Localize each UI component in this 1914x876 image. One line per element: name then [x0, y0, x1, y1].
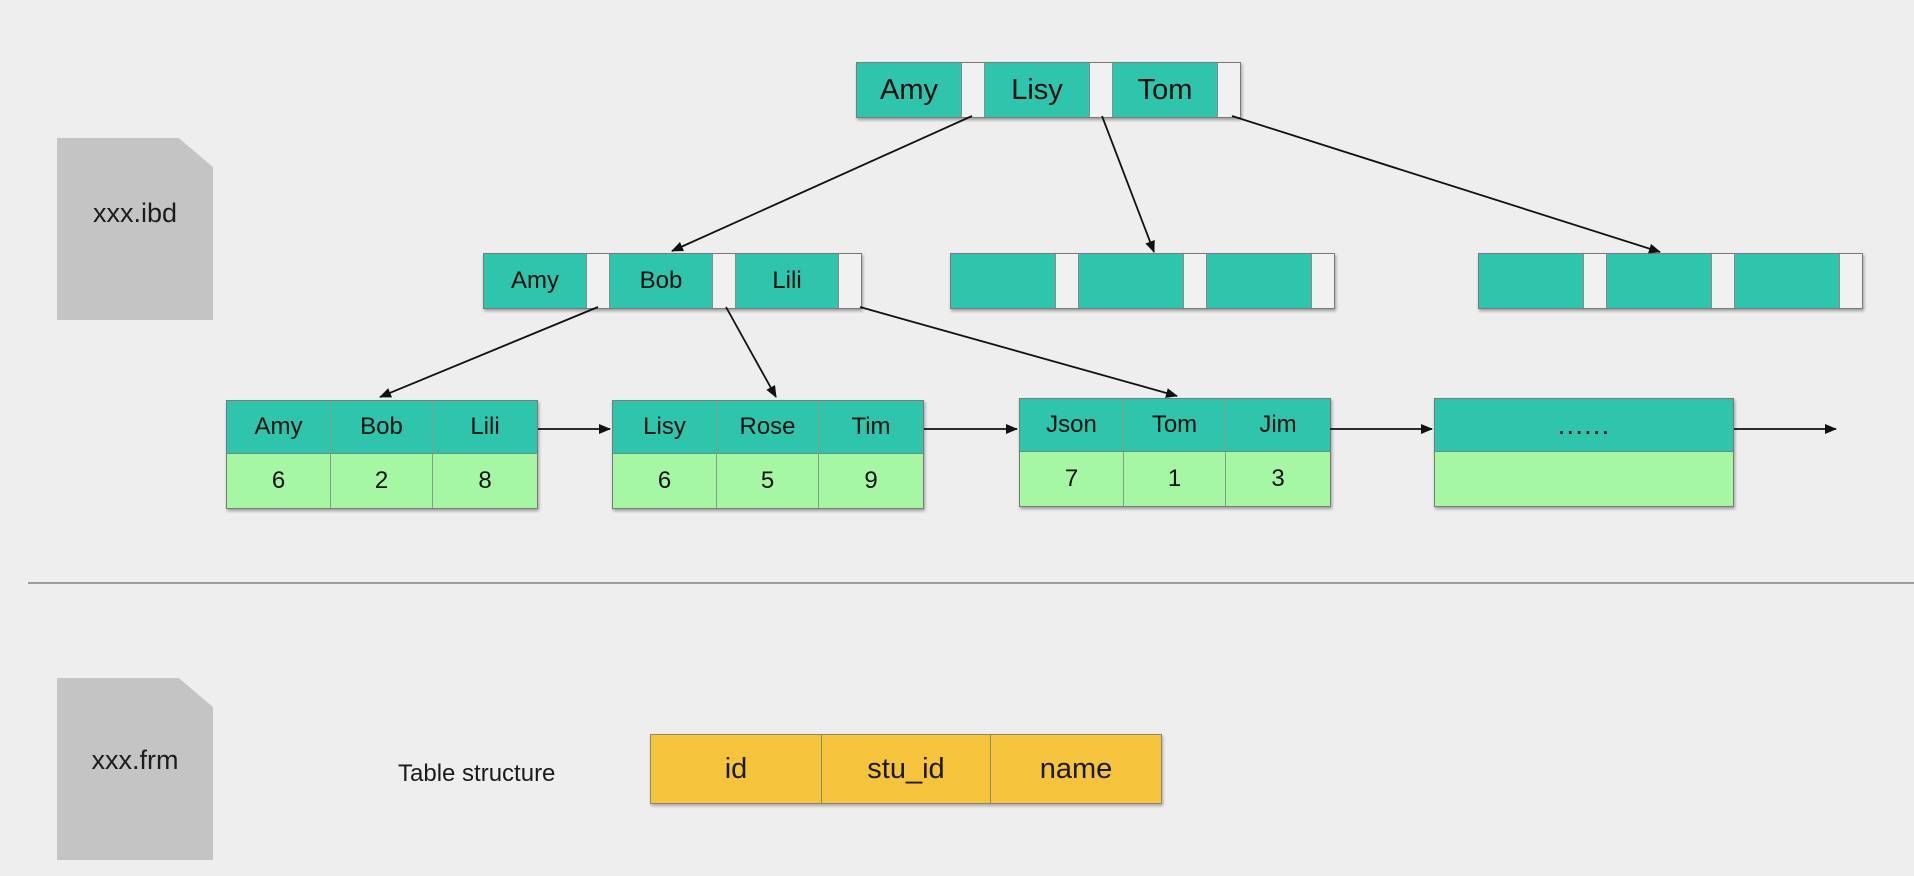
leaf-key: Json	[1020, 399, 1124, 452]
leaf-key: Bob	[331, 401, 433, 454]
inner-node	[1478, 253, 1863, 309]
table-column: name	[991, 735, 1161, 803]
inner-key: Bob	[610, 254, 713, 308]
inner-pointer	[1056, 254, 1079, 308]
leaf-value: 9	[819, 454, 923, 508]
inner-node	[950, 253, 1335, 309]
leaf-value: 8	[433, 454, 537, 508]
inner-key	[951, 254, 1056, 308]
leaf-node: Lisy Rose Tim 6 5 9	[612, 400, 924, 509]
leaf-value: 7	[1020, 452, 1124, 506]
root-pointer	[1090, 63, 1113, 117]
inner-key	[1607, 254, 1712, 308]
arrow-inner1-to-leaf1	[379, 306, 599, 398]
leaf-value: 6	[227, 454, 331, 508]
arrow-inner1-to-leaf3	[859, 306, 1178, 398]
inner-key: Amy	[484, 254, 587, 308]
root-node: Amy Lisy Tom	[856, 62, 1241, 118]
arrow-inner1-to-leaf2	[725, 306, 777, 398]
arrow-root-to-inner3	[1231, 115, 1661, 254]
inner-key	[1079, 254, 1184, 308]
inner-node: Amy Bob Lili	[483, 253, 862, 309]
leaf-value-empty	[1435, 452, 1733, 506]
table-structure-label: Table structure	[398, 760, 556, 787]
arrow-root-to-inner1	[671, 115, 973, 252]
inner-pointer	[1312, 254, 1334, 308]
leaf-key: Jim	[1226, 399, 1330, 452]
leaf-key: Lili	[433, 401, 537, 454]
leaf-node: Json Tom Jim 7 1 3	[1019, 398, 1331, 507]
root-key: Lisy	[985, 63, 1090, 117]
inner-key	[1735, 254, 1840, 308]
leaf-key: Amy	[227, 401, 331, 454]
inner-pointer	[1840, 254, 1862, 308]
inner-key: Lili	[736, 254, 839, 308]
table-structure: id stu_id name	[650, 734, 1162, 804]
inner-key	[1479, 254, 1584, 308]
frm-file-label: xxx.frm	[91, 744, 179, 775]
leaf-value: 2	[331, 454, 433, 508]
root-key: Amy	[857, 63, 962, 117]
inner-pointer	[839, 254, 861, 308]
inner-key	[1207, 254, 1312, 308]
leaf-value: 6	[613, 454, 717, 508]
leaf-key: Lisy	[613, 401, 717, 454]
inner-pointer	[713, 254, 736, 308]
leaf-node: ......	[1434, 398, 1734, 507]
inner-pointer	[1712, 254, 1735, 308]
section-divider	[28, 582, 1914, 584]
leaf-value: 1	[1124, 452, 1226, 506]
root-key: Tom	[1113, 63, 1218, 117]
inner-pointer	[587, 254, 610, 308]
root-pointer	[962, 63, 985, 117]
inner-pointer	[1584, 254, 1607, 308]
table-column: id	[651, 735, 822, 803]
leaf-key: Tom	[1124, 399, 1226, 452]
inner-pointer	[1184, 254, 1207, 308]
ibd-file-label: xxx.ibd	[92, 197, 178, 228]
leaf-node: Amy Bob Lili 6 2 8	[226, 400, 538, 509]
leaf-value: 3	[1226, 452, 1330, 506]
table-column: stu_id	[822, 735, 991, 803]
leaf-value: 5	[717, 454, 819, 508]
leaf-key: Tim	[819, 401, 923, 454]
arrow-root-to-inner2	[1101, 115, 1155, 253]
root-pointer	[1218, 63, 1240, 117]
frm-file-icon: xxx.frm	[57, 678, 213, 860]
leaf-ellipsis: ......	[1435, 399, 1733, 452]
ibd-file-icon: xxx.ibd	[57, 138, 213, 320]
leaf-key: Rose	[717, 401, 819, 454]
